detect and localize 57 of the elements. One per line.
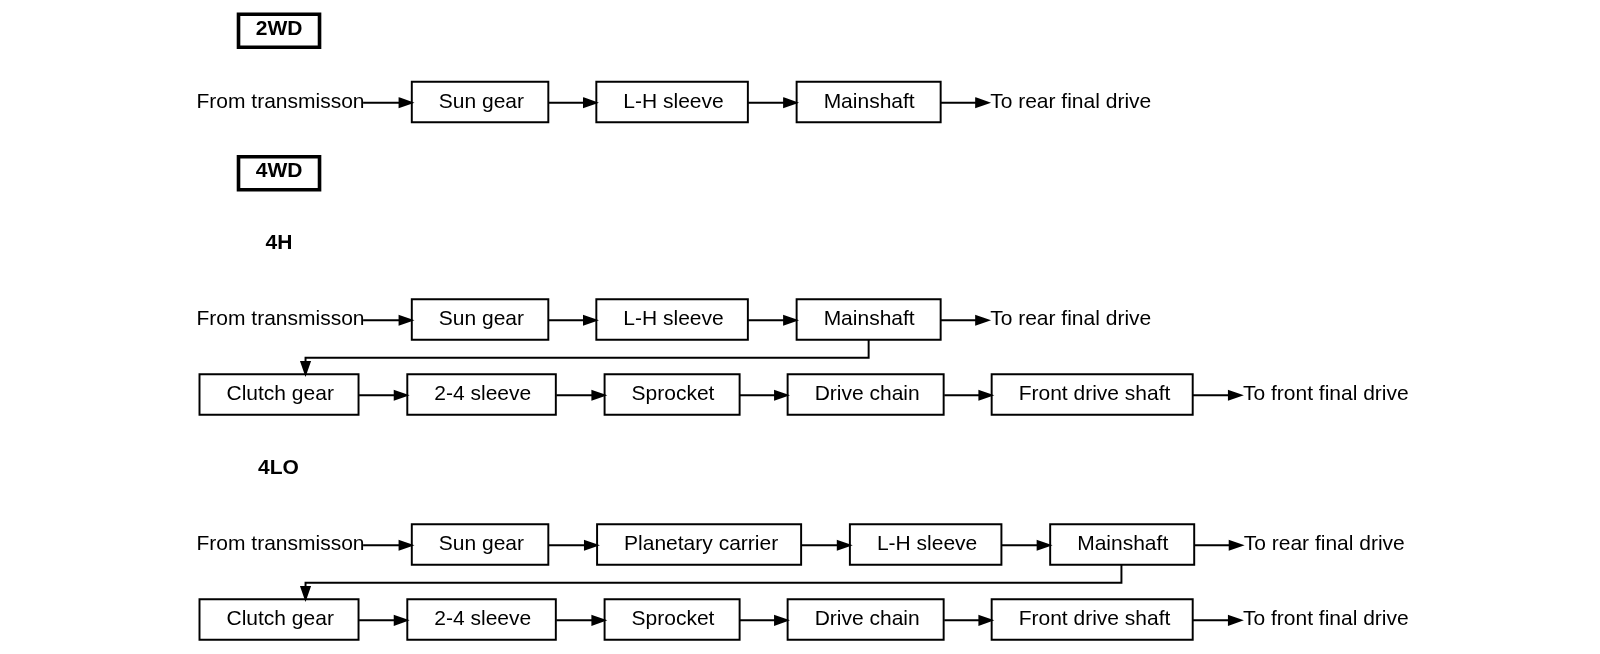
arrow [747, 314, 800, 326]
arrow [362, 539, 415, 551]
arrow [299, 339, 870, 377]
node-text: To rear final drive [990, 88, 1152, 112]
arrow [738, 389, 790, 401]
node-box: Mainshaft [795, 298, 942, 341]
node-box: 2WD [236, 12, 322, 49]
arrow [1191, 614, 1244, 626]
arrow [358, 614, 410, 626]
node-box: 2-4 sleeve [406, 373, 557, 416]
label: 4LO [258, 454, 299, 478]
node-text: From transmisson [196, 88, 365, 112]
node-box: 4WD [236, 154, 322, 192]
node-box: Sun gear [410, 523, 550, 566]
node-text: To front final drive [1242, 606, 1409, 630]
label: 4H [265, 229, 293, 253]
node-box: Front drive shaft [990, 598, 1194, 641]
arrow [1000, 539, 1053, 551]
arrow [939, 97, 992, 109]
node-box: L-H sleeve [595, 298, 749, 341]
node-box: Drive chain [786, 598, 945, 641]
arrow [939, 314, 992, 326]
node-text: From transmisson [196, 306, 365, 330]
node-box: 2-4 sleeve [406, 598, 557, 641]
node-box: Sprocket [603, 373, 741, 416]
node-box: Front drive shaft [990, 373, 1194, 416]
node-box: Clutch gear [198, 373, 360, 416]
node-box: Sprocket [603, 598, 741, 641]
node-text: To front final drive [1242, 381, 1409, 405]
node-box: Drive chain [786, 373, 945, 416]
node-box: Planetary carrier [596, 523, 803, 566]
arrow [738, 614, 790, 626]
arrow [547, 97, 599, 109]
arrow [299, 564, 1123, 602]
arrow [1191, 389, 1244, 401]
node-text: From transmisson [196, 531, 365, 555]
arrow [943, 389, 995, 401]
arrow [362, 314, 415, 326]
arrow [747, 97, 800, 109]
arrow [547, 539, 600, 551]
node-box: Clutch gear [198, 598, 360, 641]
arrow [555, 389, 608, 401]
node-box: Sun gear [410, 80, 550, 124]
node-box: L-H sleeve [595, 80, 749, 124]
arrow [358, 389, 410, 401]
arrow [1193, 539, 1245, 551]
arrow [943, 614, 995, 626]
node-text: To rear final drive [990, 306, 1152, 330]
node-text: To rear final drive [1243, 531, 1405, 555]
arrow [547, 314, 599, 326]
node-box: L-H sleeve [848, 523, 1003, 566]
node-box: Sun gear [410, 298, 550, 341]
node-box: Mainshaft [1049, 523, 1196, 566]
arrow [555, 614, 608, 626]
arrow [800, 539, 853, 551]
arrow [362, 97, 415, 109]
node-box: Mainshaft [795, 80, 942, 124]
